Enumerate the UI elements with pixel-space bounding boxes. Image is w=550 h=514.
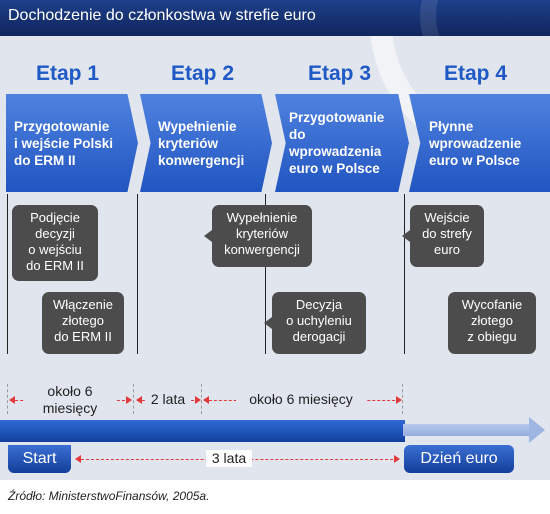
stage-4-line: Płynne [429,119,474,134]
duration-tick [7,384,8,414]
callout-line: Włączenie [53,297,113,312]
stage-4-line: wprowadzenie [429,136,522,151]
duration-1-label: około 6 miesięcy [25,383,115,417]
stage-1-line: i wejście Polski [14,136,114,151]
stage-1-line: do ERM II [14,153,76,168]
stage-2-line: konwergencji [158,153,245,168]
callout-line: o wejściu [28,242,82,257]
callout-line: Wycofanie [461,297,523,312]
callout-line: kryteriów [235,226,288,241]
milestone-line [137,194,138,354]
stage-2-box: Wypełnienie kryteriów konwergencji [140,94,272,192]
stage-1-line: Przygotowanie [14,119,110,134]
arrowhead-right-icon [396,396,402,404]
arrowhead-left-icon [75,455,81,463]
stage-2-label: Etap 2 [170,62,235,85]
callout-line: Decyzja [295,297,343,312]
callout-line: do ERM II [54,329,112,344]
arrowhead-left-icon [9,396,15,404]
callout-line: do strefy [422,226,472,241]
stage-3-line: wprowadzenia [289,144,382,159]
callout-convergence: Wypełnienie kryteriów konwergencji [204,205,312,267]
callout-line: derogacji [292,329,346,344]
stage-3-line: do [289,127,306,142]
stage-3-line: euro w Polsce [289,161,380,176]
header-bar: Dochodzenie do członkostwa w strefie eur… [0,0,550,92]
milestone-line [404,194,405,354]
callout-derogation: Decyzja o uchyleniu derogacji [264,292,366,354]
callout-erm-decision: Podjęcie decyzji o wejściu do ERM II [12,205,98,281]
callout-line: Wejście [424,210,470,225]
callout-euro-entry: Wejście do strefy euro [402,205,484,267]
milestone-line [7,194,8,354]
start-badge: Start [8,445,71,473]
timeline-bar [0,420,405,442]
duration-2-label: 2 lata [145,391,191,408]
callout-line: konwergencji [224,242,300,257]
callout-line: euro [433,242,461,257]
total-duration-label: 3 lata [206,450,252,467]
arrowhead-right-icon [126,396,132,404]
duration-tick [402,384,403,414]
stage-2-line: kryteriów [158,136,219,151]
callout-line: o uchyleniu [286,313,352,328]
duration-1-line: około 6 [47,383,93,399]
duration-tick [133,384,134,414]
stage-4-box: Płynne wprowadzenie euro w Polsce [409,94,550,192]
timeline-arrow-icon [529,417,545,443]
callout-zloty-withdrawal: Wycofanie złotego z obiegu [448,292,536,354]
euro-day-badge: Dzień euro [404,445,514,473]
callout-zloty-erm: Włączenie złotego do ERM II [42,292,124,354]
callout-line: Podjęcie [30,210,80,225]
milestone-line [265,194,266,354]
stage-2-line: Wypełnienie [158,119,237,134]
callout-line: złotego [62,313,104,328]
callout-line: złotego [471,313,513,328]
callout-line: Wypełnienie [226,210,298,225]
stage-1-label: Etap 1 [35,62,100,85]
callout-line: decyzji [35,226,75,241]
callout-line: z obiegu [467,329,517,344]
timeline-extension [403,424,531,436]
stage-3-box: Przygotowanie do wprowadzenia euro w Pol… [275,94,409,192]
source-note: Źródło: MinisterstwoFinansów, 2005a. [8,489,210,503]
duration-tick [201,384,202,414]
duration-3-label: około 6 miesięcy [236,391,366,408]
arrowhead-left-icon [203,396,209,404]
duration-1-line: miesięcy [42,400,98,416]
callout-line: do ERM II [26,258,84,273]
stage-3-line: Przygotowanie [289,110,385,125]
arrowhead-left-icon [136,396,142,404]
page-title: Dochodzenie do członkostwa w strefie eur… [8,7,316,24]
stage-3-label: Etap 3 [307,62,372,85]
stage-4-line: euro w Polsce [429,153,520,168]
arrowhead-right-icon [195,396,201,404]
arrowhead-right-icon [394,455,400,463]
stage-1-box: Przygotowanie i wejście Polski do ERM II [6,94,138,192]
stage-4-label: Etap 4 [443,62,508,85]
